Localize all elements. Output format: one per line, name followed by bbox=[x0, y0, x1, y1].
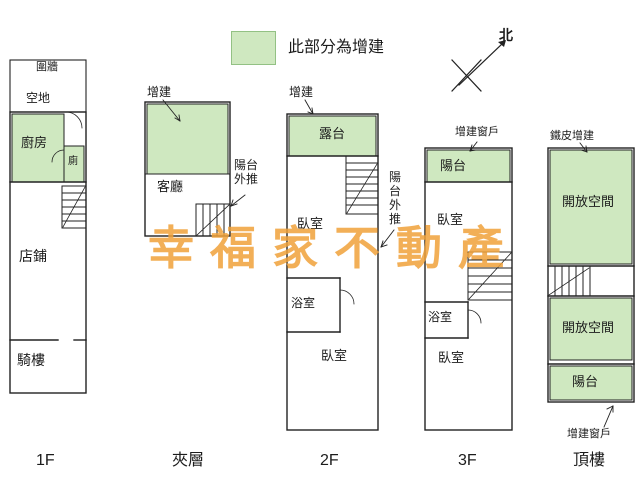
stairs-mezzanine bbox=[195, 203, 231, 237]
room-label-toilet: 廁 bbox=[68, 156, 78, 167]
floorplan-1f bbox=[9, 59, 87, 394]
stairs-2f bbox=[345, 155, 379, 215]
room-label-open-space-upper: 開放空間 bbox=[562, 194, 615, 209]
room-label-bathroom-2f: 浴室 bbox=[291, 296, 316, 310]
room-label-bedroom-lower-2f: 臥室 bbox=[321, 348, 348, 363]
room-label-bedroom-upper-3f: 臥室 bbox=[437, 212, 464, 227]
compass-north-label: 北 bbox=[499, 27, 513, 43]
leader-lines-2f bbox=[304, 99, 395, 248]
floor-label-3f: 3F bbox=[458, 452, 477, 469]
room-label-bedroom-upper-2f: 臥室 bbox=[297, 216, 324, 231]
floor-label-1f: 1F bbox=[36, 452, 55, 469]
room-label-bedroom-lower-3f: 臥室 bbox=[438, 350, 465, 365]
stairs-roof bbox=[548, 265, 591, 297]
floorplan-3f bbox=[424, 141, 513, 431]
room-label-bathroom-3f: 浴室 bbox=[428, 310, 453, 324]
legend-addition-swatch bbox=[231, 31, 276, 65]
room-label-living-room: 客廳 bbox=[157, 179, 184, 194]
room-label-terrace: 露台 bbox=[319, 126, 346, 141]
annotation-metal-addition-roof: 鐵皮增建 bbox=[550, 130, 594, 142]
stairs-1f bbox=[61, 185, 87, 229]
north-arrow-icon bbox=[451, 40, 506, 92]
floor-label-mezzanine: 夾層 bbox=[172, 452, 205, 469]
room-label-arcade: 騎樓 bbox=[17, 352, 45, 368]
room-label-kitchen: 廚房 bbox=[21, 135, 48, 150]
leader-lines-roof bbox=[579, 142, 614, 428]
stairs-3f bbox=[467, 251, 513, 301]
room-label-balcony-roof: 陽台 bbox=[572, 374, 599, 389]
watermark: 幸福家不動產 bbox=[148, 222, 520, 274]
floorplan-2f bbox=[286, 99, 395, 431]
annotation-added-window-3f: 增建窗戶 bbox=[455, 126, 499, 138]
annotation-balcony-pushed-out-2f: 陽台外推 bbox=[389, 170, 402, 227]
leader-lines-mezzanine bbox=[162, 99, 246, 207]
leader-lines-3f bbox=[469, 141, 478, 152]
room-label-open-ground: 空地 bbox=[26, 91, 51, 105]
floor-label-2f: 2F bbox=[320, 452, 339, 469]
room-label-open-space-lower: 開放空間 bbox=[562, 320, 615, 335]
floor-label-roof: 頂樓 bbox=[573, 452, 606, 469]
legend-label: 此部分為增建 bbox=[288, 39, 385, 56]
annotation-addition-mezzanine: 增建 bbox=[147, 85, 172, 99]
floorplan-roof bbox=[547, 142, 635, 428]
annotation-addition-2f: 增建 bbox=[289, 85, 314, 99]
room-label-shop: 店鋪 bbox=[19, 248, 47, 264]
annotation-balcony-pushed-out-mezzanine: 陽台外推 bbox=[234, 158, 259, 187]
floorplan-mezzanine bbox=[144, 99, 246, 237]
room-label-fence: 圍牆 bbox=[36, 61, 58, 73]
room-label-balcony-3f: 陽台 bbox=[440, 158, 467, 173]
annotation-added-window-roof: 增建窗戶 bbox=[567, 428, 611, 440]
